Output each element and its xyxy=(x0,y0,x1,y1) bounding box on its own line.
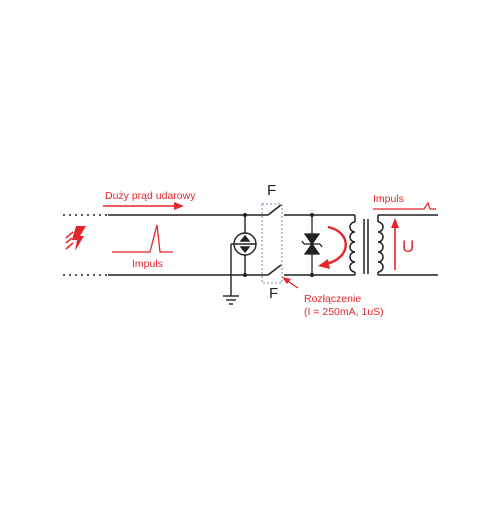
junction-tvs-bottom xyxy=(310,273,314,277)
surge-current-label: Duży prąd udarowy xyxy=(105,190,196,202)
fuse-switch-bottom xyxy=(267,264,282,276)
clamp-current-arrow xyxy=(318,225,347,269)
pulse-label-right: Impuls xyxy=(373,193,404,205)
voltage-label: U xyxy=(402,237,414,256)
tvs-diode-icon xyxy=(301,215,323,275)
voltage-arrow xyxy=(391,218,399,270)
gas-discharge-tube-icon xyxy=(230,215,257,296)
junction-top xyxy=(243,213,247,217)
lightning-icon xyxy=(65,226,86,251)
disconnect-params: (I = 250mA, 1uS) xyxy=(304,306,384,318)
pulse-waveform-right xyxy=(373,201,436,210)
line-continuation-dots xyxy=(63,214,108,276)
junction-tvs-top xyxy=(310,213,314,217)
fuse-label-bottom: F xyxy=(269,285,278,302)
fuse-switch-top xyxy=(267,204,282,216)
ground-icon xyxy=(223,295,239,305)
disconnect-label: Rozłączenie xyxy=(304,293,361,305)
fuse-label-top: F xyxy=(267,182,276,199)
transformer-icon xyxy=(349,215,384,275)
fuse-box xyxy=(261,203,283,284)
conductors xyxy=(108,214,438,276)
surge-current-arrow xyxy=(103,202,184,210)
junction-bottom xyxy=(243,273,247,277)
pulse-waveform-left xyxy=(112,224,173,253)
pulse-label-left: Impuls xyxy=(132,258,163,270)
disconnect-arrow xyxy=(282,277,299,289)
